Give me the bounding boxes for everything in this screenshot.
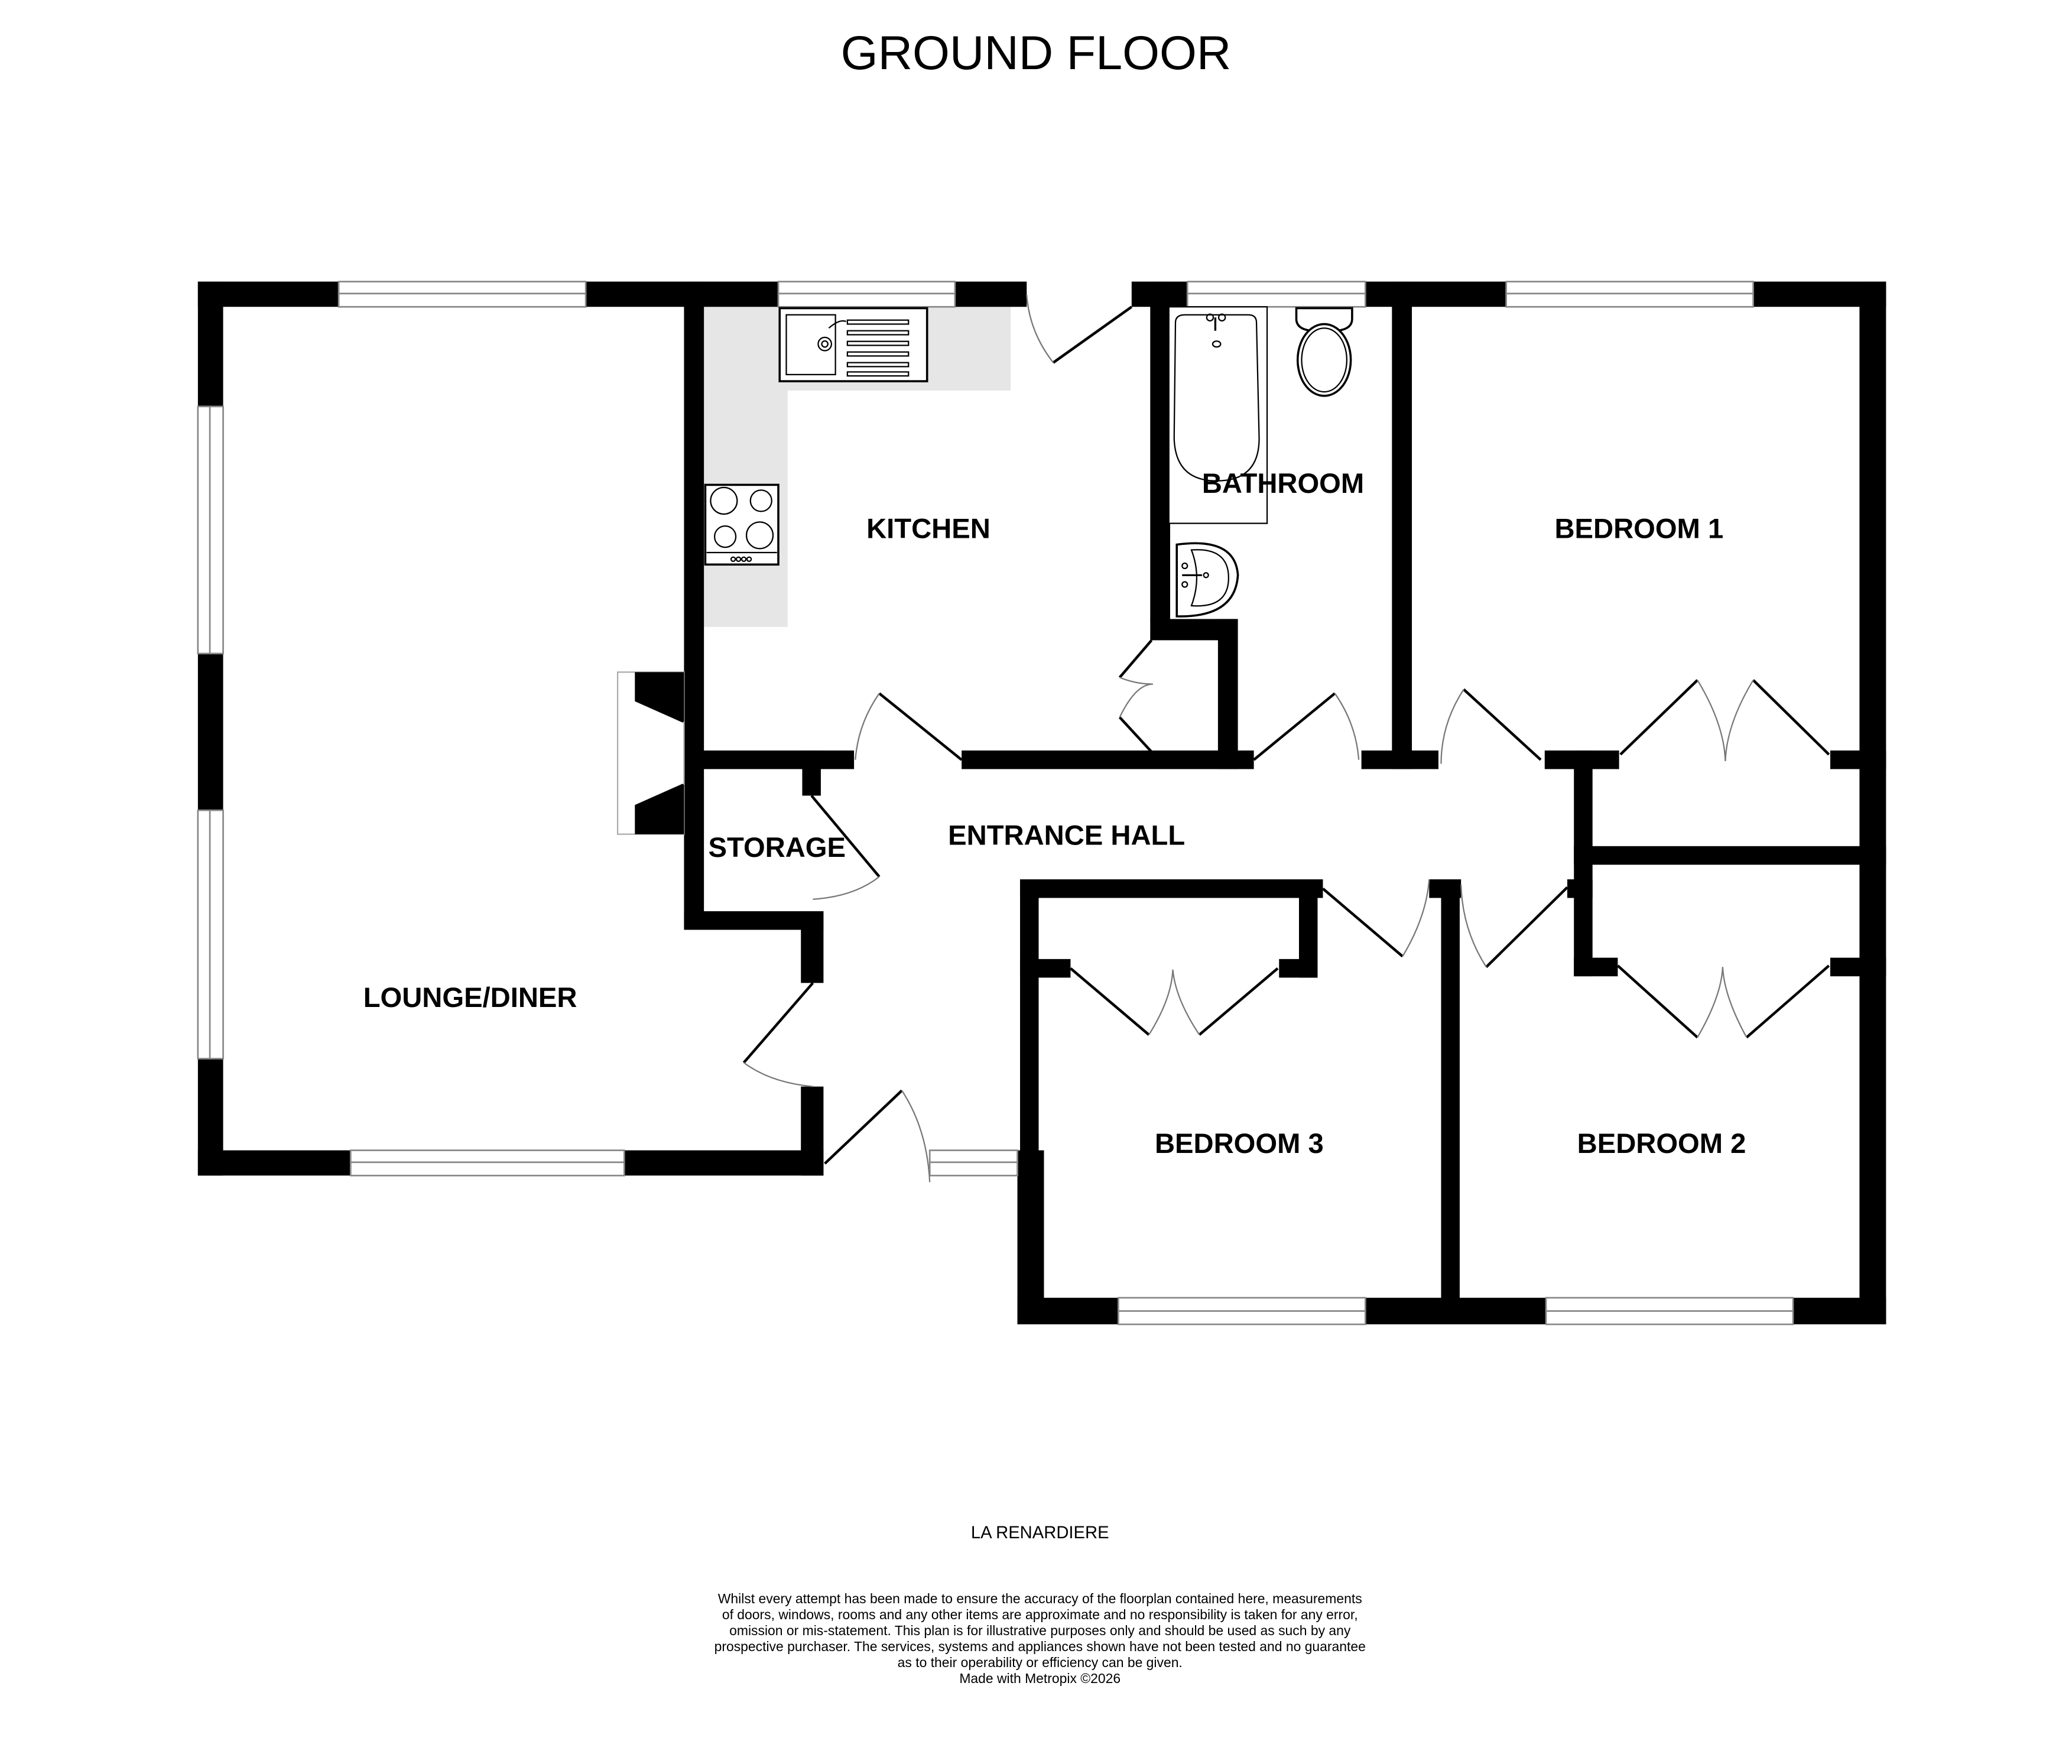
room-label-bedroom2: BEDROOM 2	[1577, 1128, 1746, 1159]
disclaimer-line: prospective purchaser. The services, sys…	[715, 1639, 1366, 1654]
hob-icon	[704, 483, 780, 566]
fireplace-icon	[616, 671, 685, 835]
disclaimer-line: Whilst every attempt has been made to en…	[718, 1591, 1362, 1606]
wash-basin-icon	[1175, 542, 1239, 618]
disclaimer-line: of doors, windows, rooms and any other i…	[722, 1607, 1358, 1622]
door-wardrobe-bedroom2	[1616, 964, 1830, 1039]
window-kitchen-top	[777, 281, 956, 308]
toilet-icon	[1295, 307, 1353, 397]
door-lounge-hall	[742, 982, 814, 1087]
floor-title: GROUND FLOOR	[841, 27, 1232, 80]
doors	[742, 294, 1830, 1183]
window-bedroom2-bottom	[1545, 1297, 1794, 1326]
window-bedroom1-top	[1505, 281, 1754, 308]
door-wardrobe-bedroom1	[1619, 679, 1830, 761]
door-bathroom	[1253, 692, 1360, 761]
window-lounge-left-lower	[197, 809, 224, 1060]
walls	[197, 281, 1886, 1324]
door-cupboard	[1118, 639, 1153, 753]
room-label-bedroom3: BEDROOM 3	[1155, 1128, 1324, 1159]
sink-drainer-icon	[778, 307, 928, 382]
window-lounge-bottom	[349, 1149, 625, 1177]
room-label-entrance-hall: ENTRANCE HALL	[948, 820, 1185, 852]
door-storage	[810, 794, 881, 900]
door-entrance	[824, 1089, 931, 1183]
disclaimer-line: omission or mis-statement. This plan is …	[729, 1623, 1351, 1638]
room-label-kitchen: KITCHEN	[866, 513, 990, 544]
room-label-bedroom1: BEDROOM 1	[1554, 513, 1723, 544]
room-label-bathroom: BATHROOM	[1202, 468, 1364, 499]
room-label-lounge: LOUNGE/DINER	[363, 982, 577, 1013]
windows	[197, 281, 1794, 1326]
room-label-storage: STORAGE	[709, 832, 846, 863]
door-bedroom1	[1440, 688, 1542, 764]
window-lounge-top	[337, 281, 587, 308]
door-wardrobe-bedroom3	[1069, 967, 1279, 1036]
disclaimer: Whilst every attempt has been made to en…	[715, 1591, 1366, 1686]
door-kitchen-hall	[855, 692, 963, 761]
disclaimer-line: as to their operability or efficiency ca…	[898, 1655, 1183, 1670]
door-bedroom3	[1321, 879, 1430, 958]
window-bedroom3-bottom	[1117, 1297, 1366, 1326]
door-bedroom2	[1460, 884, 1568, 968]
door-kitchen-external	[1026, 294, 1133, 364]
window-bathroom-top	[1186, 281, 1366, 308]
property-name: LA RENARDIERE	[971, 1523, 1109, 1542]
bath-icon	[1168, 306, 1268, 524]
made-with-credit: Made with Metropix ©2026	[959, 1671, 1121, 1686]
window-entrance-side	[928, 1149, 1018, 1177]
window-lounge-left-upper	[197, 405, 224, 655]
